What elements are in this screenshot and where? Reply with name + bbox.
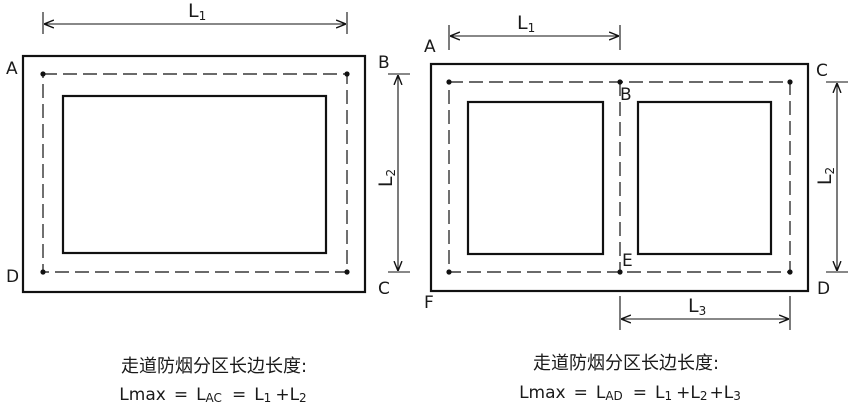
right-point-c-dot <box>787 79 793 85</box>
right-formula: Lmax=LAD=L1+L2+L3 <box>519 383 741 403</box>
right-point-e: E <box>622 251 633 271</box>
left-diagram: L1 L2 A B C D 走道防烟分区长边长度: Lmax=LAC=L1+L2 <box>6 0 410 405</box>
left-l1-label: L1 <box>188 0 206 23</box>
right-inner-room-left <box>466 100 605 256</box>
left-outer-wall <box>21 54 367 294</box>
left-inner-room <box>61 94 328 255</box>
left-point-a-dot <box>40 71 46 77</box>
left-point-b-dot <box>344 71 350 77</box>
right-point-f-dot <box>446 269 452 275</box>
right-outer-wall <box>429 62 810 293</box>
left-point-b: B <box>378 53 390 73</box>
right-point-f: F <box>424 293 434 313</box>
right-l2-label: L2 <box>814 167 837 185</box>
left-point-c-dot <box>344 269 350 275</box>
left-corridor-centerline <box>42 73 348 273</box>
right-caption: 走道防烟分区长边长度: <box>533 353 719 374</box>
left-caption: 走道防烟分区长边长度: <box>121 356 307 377</box>
right-point-d: D <box>817 279 830 299</box>
right-point-a: A <box>424 37 436 57</box>
right-l1-label: L1 <box>517 12 535 35</box>
right-point-a-dot <box>446 79 452 85</box>
left-point-c: C <box>378 279 390 299</box>
left-formula: Lmax=LAC=L1+L2 <box>119 385 306 405</box>
right-point-b: B <box>620 85 632 105</box>
left-point-d-dot <box>40 269 46 275</box>
right-l3-label: L3 <box>688 295 706 318</box>
left-point-d: D <box>6 267 19 287</box>
right-point-c: C <box>816 61 828 81</box>
right-point-d-dot <box>787 269 793 275</box>
right-point-e-dot <box>617 269 623 275</box>
left-l2-label: L2 <box>375 169 398 187</box>
right-point-b-dot <box>617 79 623 85</box>
right-inner-room-right <box>636 100 773 256</box>
right-diagram: L1 L2 L3 A B C D E F 走道防烟分区长边长度: Lmax=LA… <box>424 12 848 403</box>
left-point-a: A <box>6 59 18 79</box>
